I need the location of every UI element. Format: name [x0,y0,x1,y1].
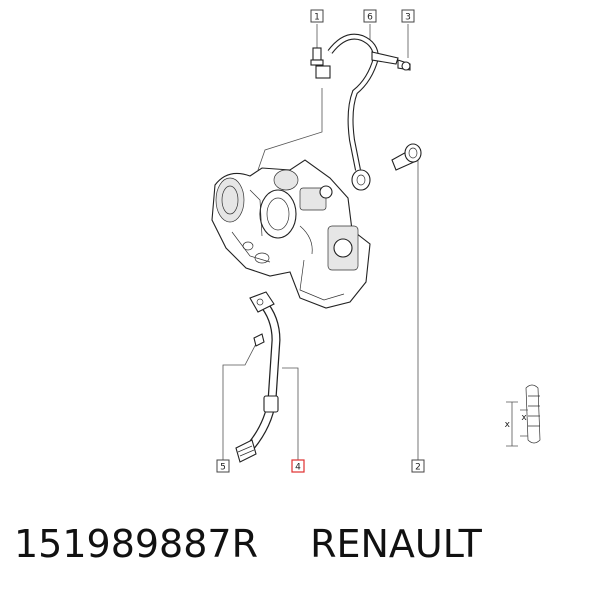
turbocharger [211,159,371,309]
callout-3: 3 [401,9,415,23]
callout-label-4: 4 [295,463,301,473]
oil-return-hose [235,291,281,463]
inset-label-x-2: x [521,413,527,423]
callout-6: 6 [363,9,377,23]
inset-label-x-1: x [505,420,511,430]
clip-5 [253,333,265,347]
callout-label-5: 5 [220,463,226,473]
parts-diagram: 1 6 3 5 4 2 x x [211,9,541,473]
banjo-bolt-2 [391,143,422,171]
oil-supply-pipe [327,33,399,191]
caption: 151989887R RENAULT [14,516,482,572]
callout-1: 1 [310,9,324,23]
callout-2: 2 [411,459,425,473]
callout-4: 4 [291,459,305,473]
bolt-1 [310,47,331,79]
callout-label-1: 1 [314,13,320,23]
inset-detail: x x [505,384,541,447]
part-number: 151989887R [14,522,258,566]
callout-label-2: 2 [415,463,421,473]
brand-name: RENAULT [310,522,482,566]
screw-3 [397,59,411,71]
callout-label-6: 6 [367,13,373,23]
callout-5: 5 [216,459,230,473]
callout-label-3: 3 [405,13,411,23]
